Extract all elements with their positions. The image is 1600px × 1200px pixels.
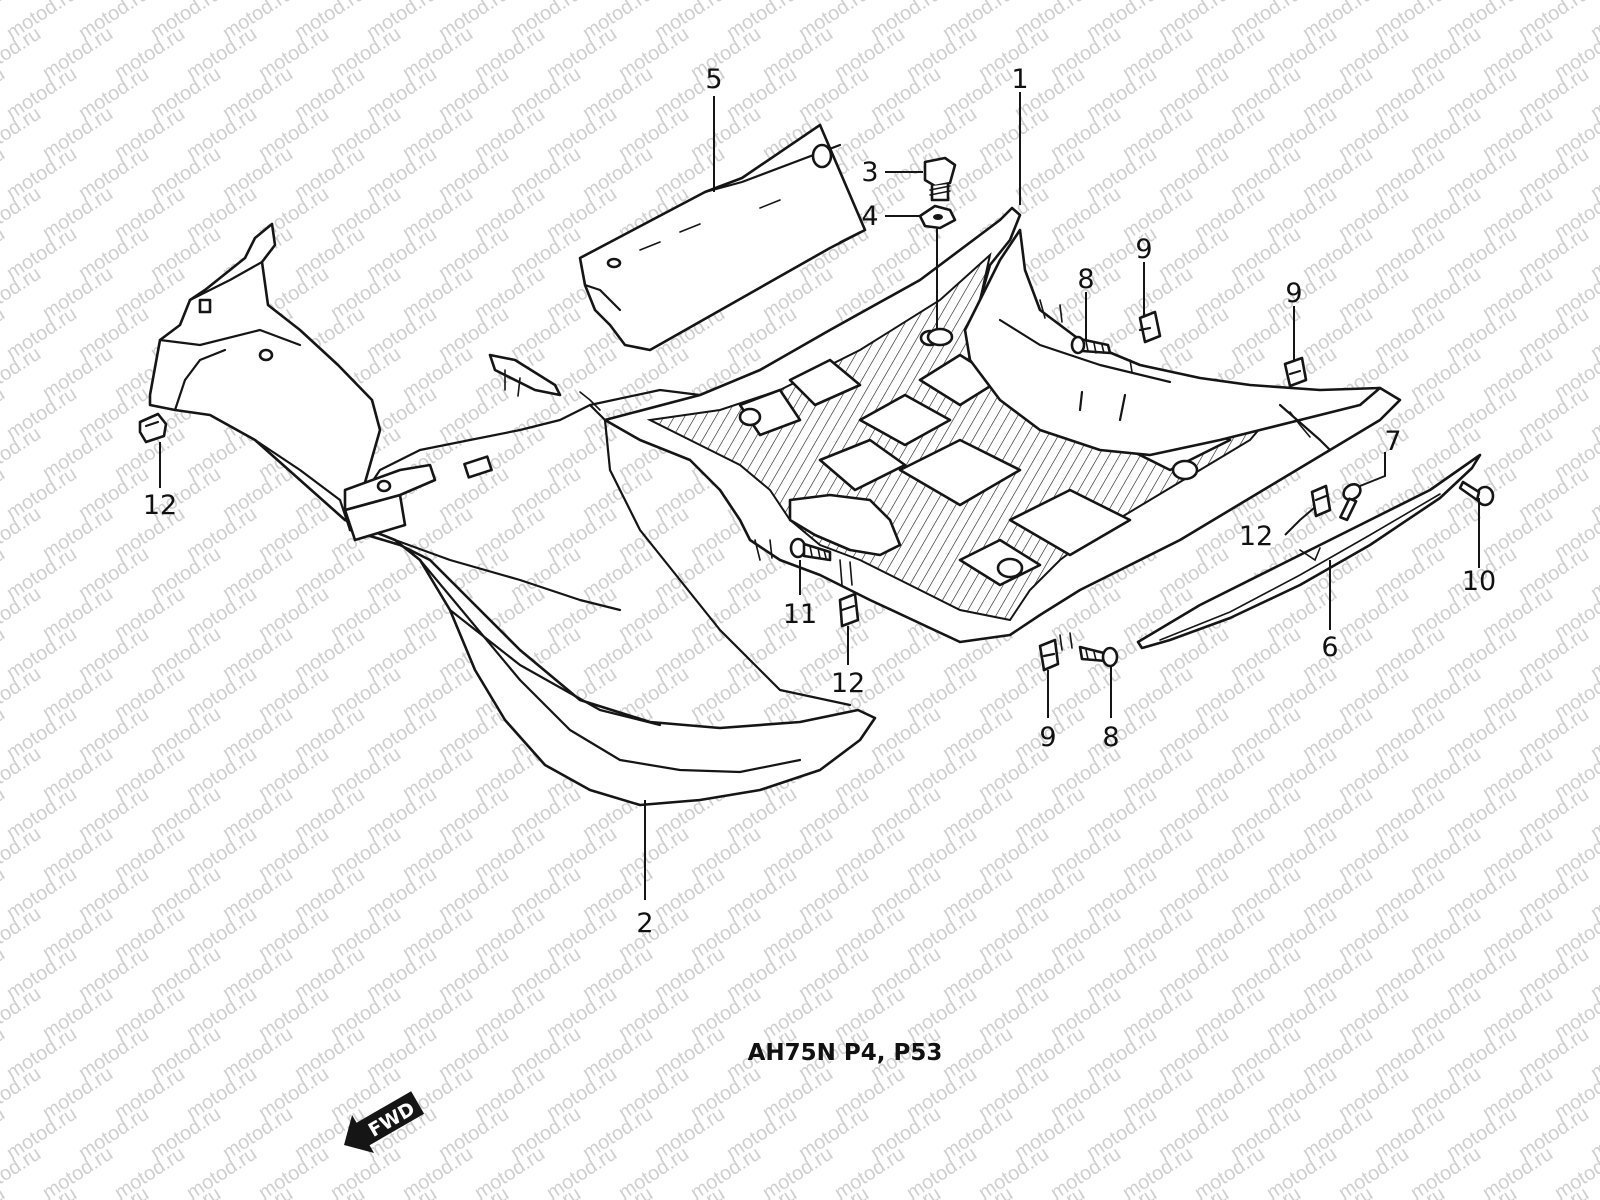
callout-10: 10 [1462, 566, 1496, 597]
part-8-screw-upper [1070, 335, 1112, 355]
callout-12-right: 12 [1239, 521, 1273, 552]
callout-12-left: 12 [143, 490, 177, 521]
part-3-bolt [923, 156, 957, 202]
hardware [138, 156, 1495, 672]
part-12-clip-b [1310, 484, 1332, 518]
callout-11: 11 [783, 599, 817, 630]
part-11-screw [789, 537, 832, 562]
part-9-clip-b [1283, 356, 1308, 388]
part-8-screw-lower [1078, 645, 1119, 668]
callout-6: 6 [1321, 632, 1338, 663]
callout-4: 4 [861, 201, 878, 232]
part-2-leg-shield [148, 222, 877, 807]
callout-8-upper: 8 [1077, 264, 1094, 295]
callout-9-upper: 9 [1135, 234, 1152, 265]
part-12-clip-a [138, 412, 168, 444]
part-4-grommet [918, 204, 957, 230]
callout-1: 1 [1011, 64, 1028, 95]
part-9-clip-c [1038, 638, 1060, 672]
callout-3: 3 [861, 157, 878, 188]
callout-12-center: 12 [831, 668, 865, 699]
callout-7: 7 [1384, 426, 1401, 457]
part-9-clip-a [1138, 310, 1162, 344]
part-10-screw [1458, 480, 1495, 507]
part-5-panel [578, 123, 867, 352]
callout-9-right: 9 [1285, 278, 1302, 309]
callout-8-lower: 8 [1102, 722, 1119, 753]
part-6-side-strip [1136, 453, 1482, 650]
callouts: 1 2 3 4 5 6 7 8 8 9 9 9 10 11 12 12 12 [143, 64, 1496, 939]
part-7-screw [1339, 482, 1362, 522]
callout-9-lower: 9 [1039, 722, 1056, 753]
floor-grommet [926, 327, 954, 347]
part-12-clip-c [838, 592, 860, 628]
model-caption: AH75N P4, P53 [748, 1040, 943, 1066]
leader-lines [159, 92, 1480, 900]
callout-2: 2 [636, 908, 653, 939]
callout-5: 5 [705, 64, 722, 95]
part-1-floor-board [603, 206, 1402, 651]
